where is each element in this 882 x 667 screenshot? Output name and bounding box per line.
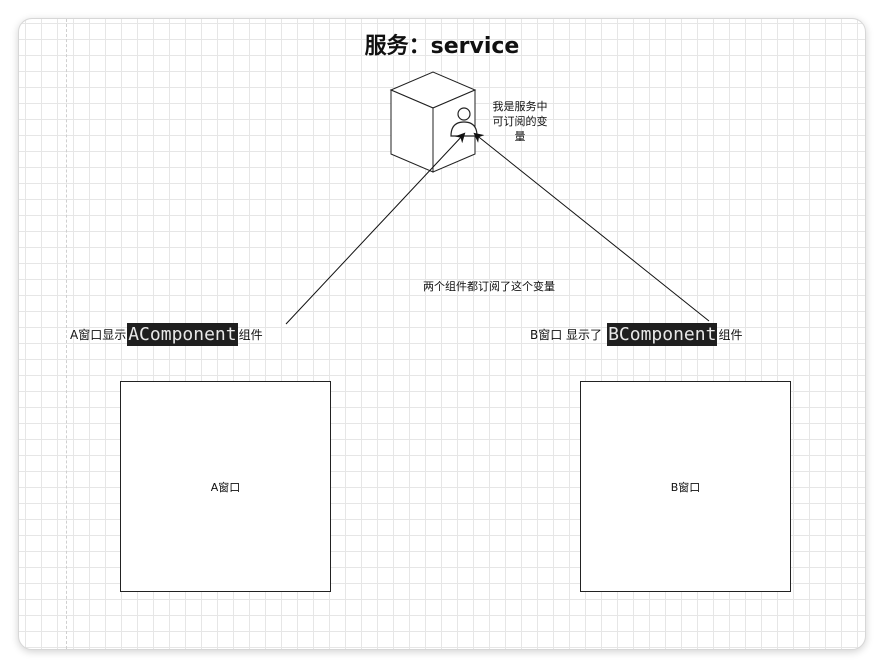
diagram-graphics [285,71,710,325]
guide-line [66,19,67,649]
window-a-label: A窗口显示 AComponent 组件 [70,323,263,346]
arrow-b-to-service [473,132,710,322]
window-b-box-label: B窗口 [670,480,701,494]
window-a-label-suffix: 组件 [238,328,263,342]
window-b-component: BComponent [607,323,718,346]
diagram-title: 服务：service [364,34,520,59]
service-variable-note: 我是服务中可订阅的变量 [492,100,548,143]
user-icon [450,107,478,137]
subscribe-note: 两个组件都订阅了这个变量 [423,280,555,293]
diagram-canvas: 服务：service 我是服务中可订阅的变量 两个组件都订阅了这个变量 A窗口显… [18,18,866,650]
window-b-box: B窗口 [580,381,791,592]
window-b-label-prefix: B窗口 显示了 [530,328,603,342]
window-a-box: A窗口 [120,381,331,592]
window-b-label: B窗口 显示了 BComponent 组件 [530,323,742,346]
window-a-box-label: A窗口 [210,480,241,494]
arrow-a-to-service [285,132,466,325]
window-a-label-prefix: A窗口显示 [70,328,127,342]
window-b-label-suffix: 组件 [718,328,743,342]
window-a-component: AComponent [127,323,238,346]
